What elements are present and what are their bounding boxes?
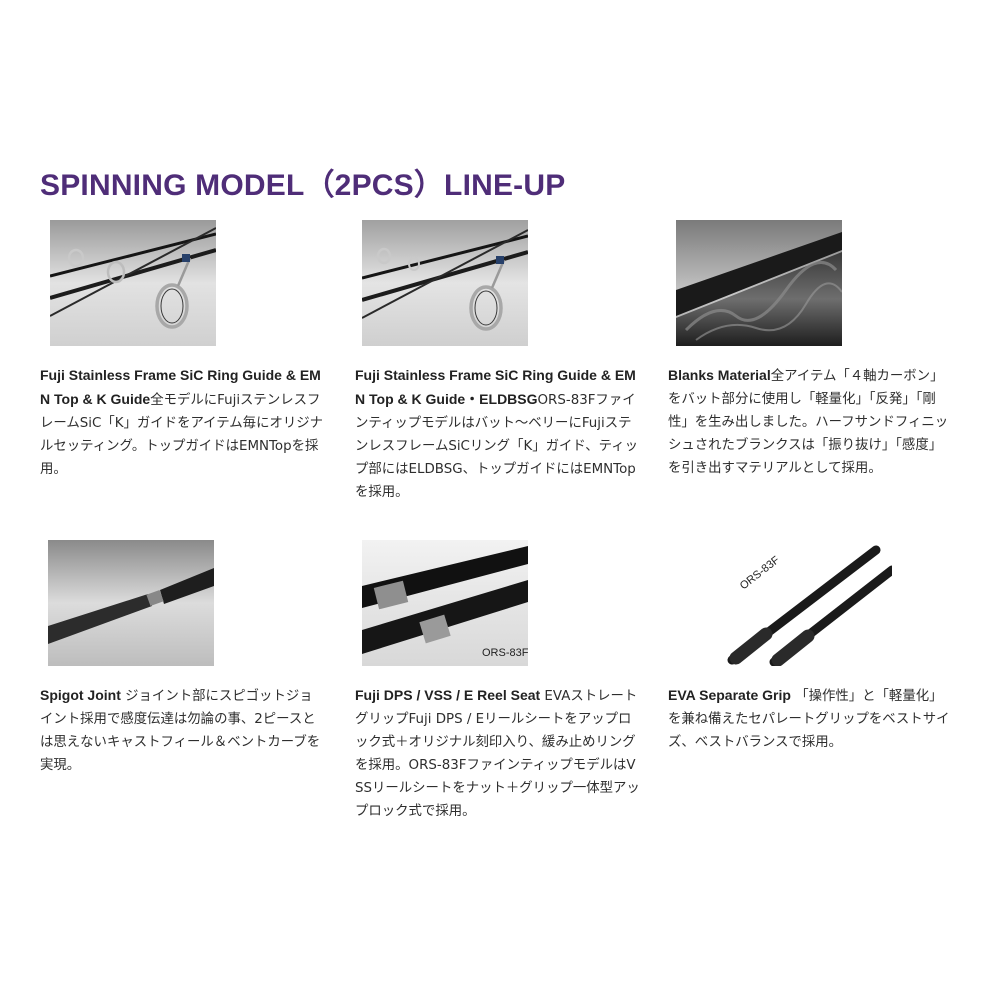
feature-body: EVAストレートグリップFuji DPS / Eリールシートをアップロック式＋オ… (355, 689, 640, 819)
reel-seat-image: ORS-83F (362, 540, 528, 666)
rod-guides-image (50, 220, 216, 346)
guide-photo (362, 220, 528, 346)
feature-body: 全モデルにFujiステンレスフレームSiC「K」ガイドをアイテム毎にオリジナルセ… (40, 393, 324, 477)
feature-heading: Blanks Material (668, 367, 771, 383)
feature-heading: Spigot Joint (40, 687, 121, 703)
feature-card-eva-grip: ORS-83F EVA Separate Grip 「操作性」と「軽量化」を兼ね… (668, 540, 953, 754)
feature-heading: EVA Separate Grip (668, 687, 791, 703)
rod-guides-image (362, 220, 528, 346)
page-title: SPINNING MODEL（2PCS）LINE-UP (40, 169, 566, 202)
feature-body: ジョイント部にスピゴットジョイント採用で感度伝達は勿論の事、2ピースとは思えない… (40, 689, 321, 773)
separate-grip-image: ORS-83F (726, 540, 892, 666)
spigot-joint-image (48, 540, 214, 666)
feature-heading: Fuji Stainless Frame SiC Ring Guide & EM… (355, 367, 636, 407)
feature-description: Fuji Stainless Frame SiC Ring Guide & EM… (40, 364, 325, 481)
joint-photo (48, 540, 214, 666)
guide-photo (50, 220, 216, 346)
feature-heading: Fuji Stainless Frame SiC Ring Guide & EM… (40, 367, 321, 407)
blanks-photo (676, 220, 842, 346)
feature-description: EVA Separate Grip 「操作性」と「軽量化」を兼ね備えたセパレート… (668, 684, 953, 754)
carbon-blank-image (676, 220, 842, 346)
feature-card-guides: Fuji Stainless Frame SiC Ring Guide & EM… (40, 220, 325, 481)
feature-body: 全アイテム「４軸カーボン」をバット部分に使用し「軽量化」「反発」「剛性」を生み出… (668, 369, 949, 476)
feature-description: Blanks Material全アイテム「４軸カーボン」をバット部分に使用し「軽… (668, 364, 953, 480)
feature-description: Spigot Joint ジョイント部にスピゴットジョイント採用で感度伝達は勿論… (40, 684, 325, 777)
feature-body: ORS-83Fファインティップモデルはバット～ベリーにFujiステンレスフレーム… (355, 393, 639, 500)
feature-description: Fuji DPS / VSS / E Reel Seat EVAストレートグリッ… (355, 684, 640, 823)
feature-card-guides-eldbsg: Fuji Stainless Frame SiC Ring Guide & EM… (355, 220, 640, 504)
feature-card-spigot-joint: Spigot Joint ジョイント部にスピゴットジョイント採用で感度伝達は勿論… (40, 540, 325, 777)
feature-heading: Fuji DPS / VSS / E Reel Seat (355, 687, 541, 703)
feature-description: Fuji Stainless Frame SiC Ring Guide & EM… (355, 364, 640, 504)
feature-card-reel-seat: ORS-83F Fuji DPS / VSS / E Reel Seat EVA… (355, 540, 640, 823)
feature-body: 「操作性」と「軽量化」を兼ね備えたセパレートグリップをベストサイズ、ベストバラン… (668, 689, 950, 750)
grip-photo: ORS-83F (726, 540, 892, 666)
feature-card-blanks-material: Blanks Material全アイテム「４軸カーボン」をバット部分に使用し「軽… (668, 220, 953, 480)
reel-seat-photo: ORS-83F (362, 540, 528, 666)
model-label: ORS-83F (482, 647, 528, 659)
